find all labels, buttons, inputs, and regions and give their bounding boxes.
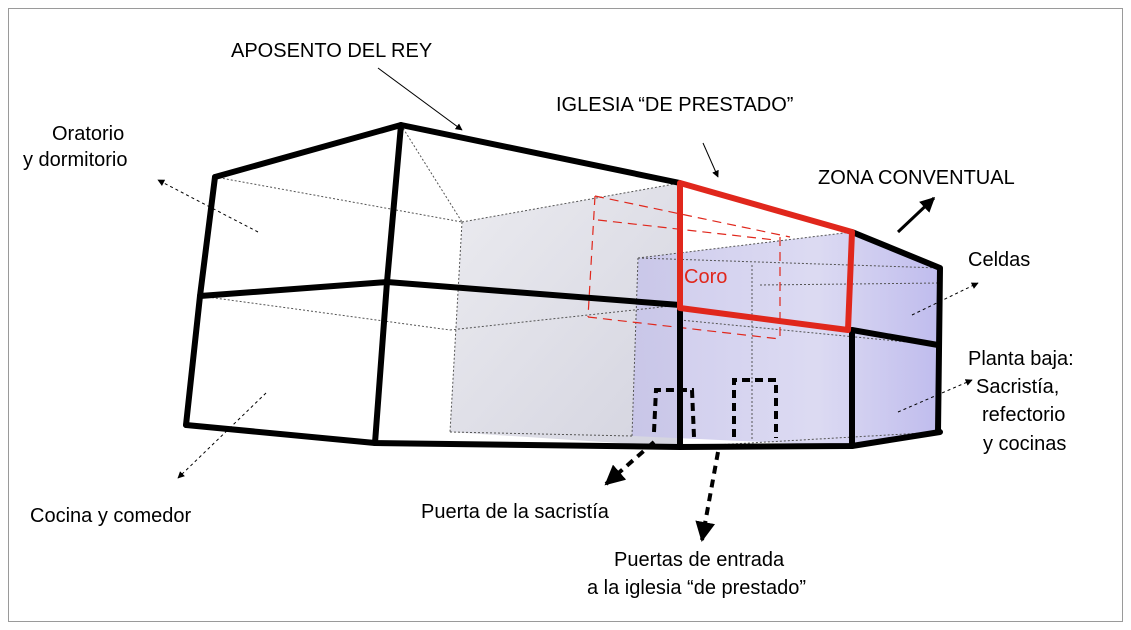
label-coro: Coro (684, 266, 727, 288)
label-cocina: Cocina y comedor (30, 505, 192, 527)
coro-frame (677, 180, 855, 333)
label-oratorio-line1: Oratorio (52, 123, 124, 145)
arrow-iglesia (702, 142, 719, 178)
doors (652, 378, 778, 438)
label-planta-line2: Sacristía, (976, 376, 1059, 398)
door-arrows (604, 440, 720, 542)
arrow-oratorio (157, 179, 259, 233)
arrow-puerta-sacristia (604, 440, 656, 486)
hidden-edges (199, 124, 941, 448)
label-planta-line4: y cocinas (983, 433, 1066, 455)
door-iglesia (732, 378, 778, 438)
label-iglesia: IGLESIA “DE PRESTADO” (556, 94, 793, 116)
label-puerta-sacristia: Puerta de la sacristía (421, 501, 610, 523)
label-planta-line1: Planta baja: (968, 348, 1074, 370)
coro-dashed-outline (587, 195, 791, 340)
arrow-zona (896, 196, 936, 234)
building-outline (183, 122, 943, 450)
arrow-puertas-iglesia (695, 451, 720, 542)
label-puertas-line1: Puertas de entrada (614, 549, 785, 571)
label-aposento: APOSENTO DEL REY (231, 40, 432, 62)
pointer-arrows (157, 67, 979, 479)
convent-interior-shading (632, 232, 940, 446)
arrow-planta (897, 379, 973, 413)
church-interior-shading (450, 183, 680, 447)
arrow-celdas (911, 282, 979, 316)
label-puertas-line2: a la iglesia “de prestado” (587, 577, 806, 599)
label-zona: ZONA CONVENTUAL (818, 167, 1015, 189)
label-planta-line3: refectorio (982, 404, 1065, 426)
label-oratorio-line2: y dormitorio (23, 149, 127, 171)
arrow-aposento (377, 67, 463, 131)
label-celdas: Celdas (968, 249, 1030, 271)
arrow-cocina (177, 392, 267, 479)
